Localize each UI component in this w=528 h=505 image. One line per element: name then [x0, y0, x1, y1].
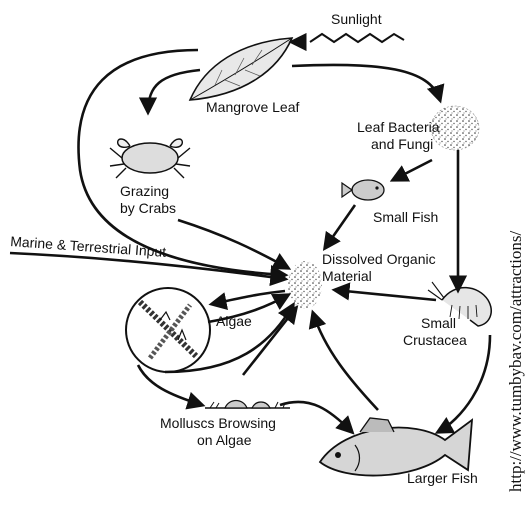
mangrove-leaf-icon — [190, 38, 292, 100]
label-leaf-bacteria-2: and Fungi — [371, 136, 433, 152]
source-url-watermark: http://www.tumbybav.com/attractions/ — [506, 230, 525, 492]
arrow-leaf-to-crabs — [148, 70, 200, 112]
dissolved-organic-material-icon — [288, 261, 322, 309]
algae-icon — [126, 288, 210, 372]
arrow-leaf-to-bacteria — [292, 65, 440, 100]
label-dom-2: Material — [322, 268, 372, 284]
label-molluscs: Molluscs Browsing — [160, 415, 276, 431]
label-dom: Dissolved Organic — [322, 251, 436, 267]
arrow-crustacea-to-dom — [335, 290, 436, 300]
label-grazing-2: by Crabs — [120, 200, 176, 216]
molluscs-icon — [205, 401, 290, 409]
label-algae: Algae — [216, 313, 252, 329]
arrow-molluscs-to-larger-fish — [280, 402, 352, 432]
arrow-bacteria-to-smallfish — [393, 160, 432, 180]
label-leaf-bacteria: Leaf Bacteria — [357, 119, 440, 135]
label-small-crustacea-2: Crustacea — [403, 332, 467, 348]
label-marine-input: Marine & Terrestrial Input — [10, 233, 167, 260]
arrow-crustacea-to-larger-fish — [438, 335, 490, 432]
small-fish-icon — [342, 180, 384, 200]
label-small-crustacea: Small — [421, 315, 456, 331]
label-small-fish: Small Fish — [373, 209, 438, 225]
label-sunlight: Sunlight — [331, 11, 382, 27]
sunlight-rays-icon — [310, 34, 404, 42]
larger-fish-icon — [320, 418, 472, 476]
crab-icon — [110, 139, 190, 178]
label-mangrove-leaf: Mangrove Leaf — [206, 99, 300, 115]
arrow-crabs-to-dom — [178, 220, 288, 268]
arrow-largerfish-to-dom — [313, 313, 378, 410]
label-larger-fish: Larger Fish — [407, 470, 478, 486]
label-grazing: Grazing — [120, 183, 169, 199]
arrow-smallfish-to-dom — [325, 205, 355, 248]
label-molluscs-2: on Algae — [197, 432, 252, 448]
